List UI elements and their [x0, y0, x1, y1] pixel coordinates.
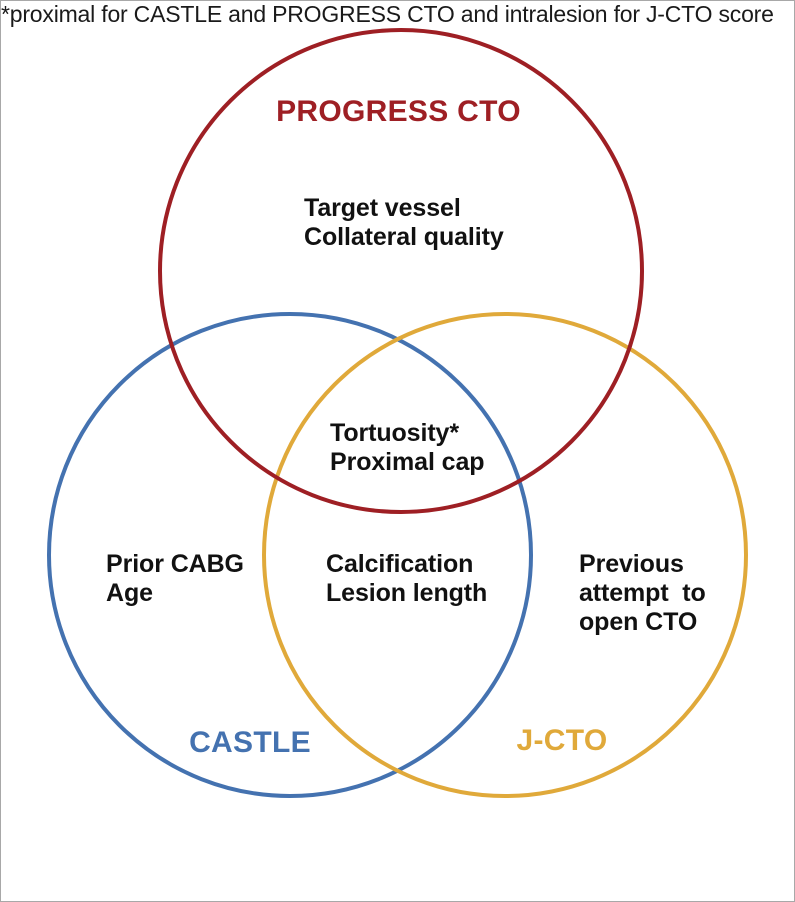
castle-circle — [47, 312, 533, 798]
region-jcto-only-text: Previous attempt to open CTO — [579, 550, 706, 636]
region-castle-only-text: Prior CABG Age — [106, 550, 244, 607]
progress-cto-set-label: PROGRESS CTO — [276, 95, 521, 128]
footnote-text: *proximal for CASTLE and PROGRESS CTO an… — [1, 1, 774, 27]
progress-cto-circle — [158, 28, 644, 514]
region-progress-only-text: Target vessel Collateral quality — [304, 194, 504, 251]
jcto-circle — [262, 312, 748, 798]
region-triple-overlap-text: Tortuosity* Proximal cap — [330, 419, 485, 476]
jcto-set-label: J-CTO — [516, 724, 608, 757]
castle-set-label: CASTLE — [189, 726, 311, 759]
region-castle-jcto-overlap-text: Calcification Lesion length — [326, 550, 488, 607]
